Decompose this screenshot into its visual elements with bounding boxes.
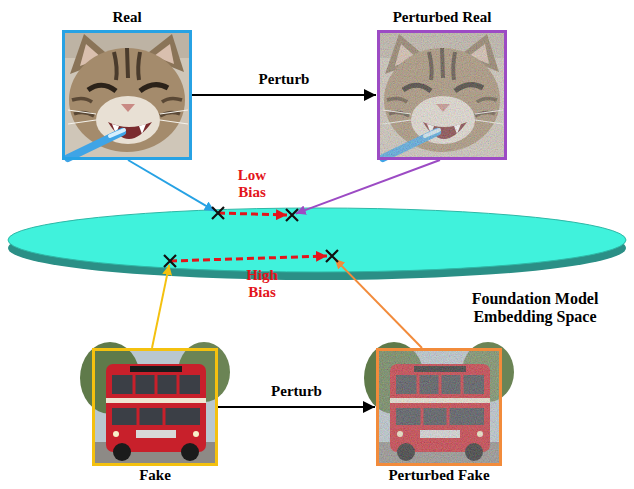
arrow-connector (192, 94, 376, 96)
edge-label: Perturb (259, 70, 310, 88)
image-label: Real (25, 8, 229, 26)
arrow-connector (128, 160, 215, 211)
arrow-connector (152, 265, 169, 348)
bias-label: High Bias (239, 267, 285, 301)
image-label: Fake (55, 466, 255, 484)
image-label: Perturbed Real (340, 8, 544, 26)
perturbed-real-image (377, 30, 507, 160)
real-image (62, 30, 192, 160)
image-frame: Perturbed Real (377, 30, 507, 160)
plane-top (8, 208, 626, 272)
image-frame: Perturbed Fake (376, 348, 502, 466)
bias-label: Low Bias (229, 167, 275, 201)
space-label: Foundation Model Embedding Space (440, 290, 630, 326)
image-label: Perturbed Fake (339, 466, 539, 484)
perturbed-fake-image (364, 342, 514, 466)
fake-image (80, 342, 230, 466)
noise-overlay (376, 348, 502, 466)
embedding-space: Foundation Model Embedding Space (6, 206, 628, 286)
image-frame: Fake (92, 348, 218, 466)
arrow-connector (296, 160, 440, 214)
arrow-connector (218, 406, 375, 408)
edge-label: Perturb (271, 382, 322, 400)
image-frame: Real (62, 30, 192, 160)
noise-overlay (377, 30, 507, 160)
embedding-plane (6, 206, 628, 286)
